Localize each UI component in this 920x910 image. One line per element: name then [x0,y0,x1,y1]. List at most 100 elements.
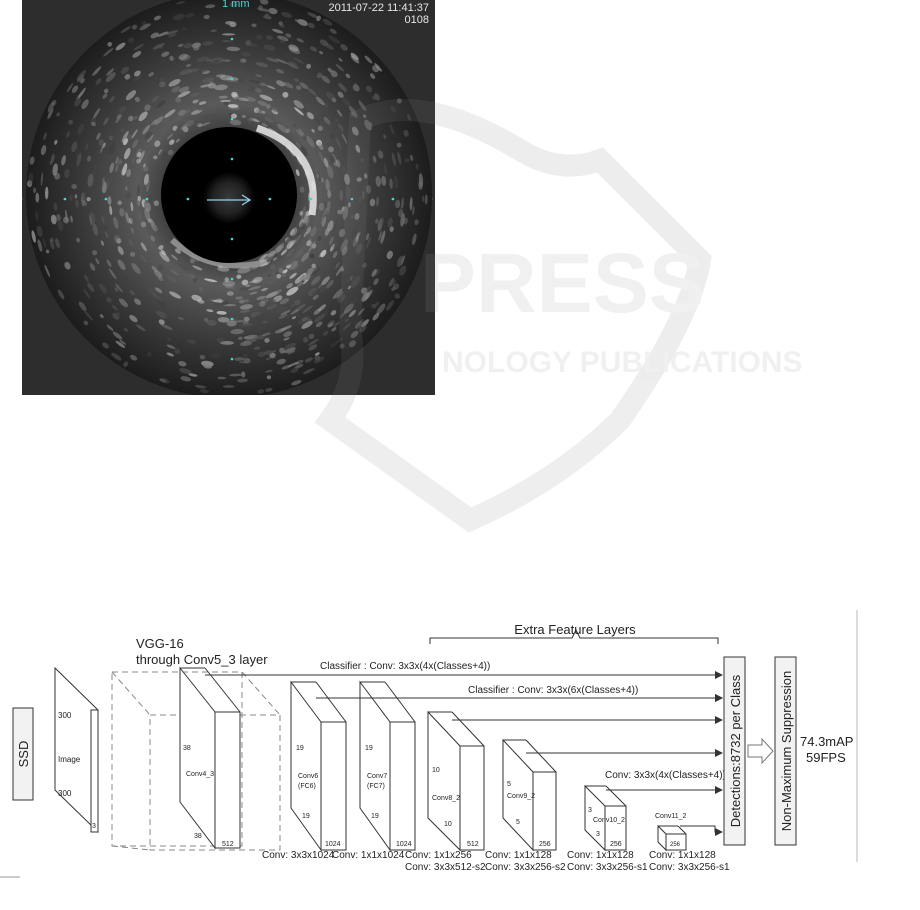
speckle-dot [399,265,407,276]
speckle-dot [241,371,246,378]
speckle-dot [240,304,253,310]
speckle-dot [303,274,311,282]
speckle-dot [311,263,316,269]
speckle-dot [156,100,166,108]
speckle-dot [228,318,238,322]
speckle-dot [284,342,296,350]
speckle-dot [344,317,350,323]
speckle-dot [286,248,295,258]
speckle-dot [138,111,148,122]
speckle-dot [146,146,153,155]
scale-tick [230,277,234,281]
speckle-dot [306,135,315,148]
speckle-dot [159,59,167,64]
speckle-dot [216,298,223,303]
speckle-dot [288,361,300,367]
conv9-height: 5 [507,781,511,788]
speckle-dot [278,268,284,273]
speckle-dot [89,212,96,225]
speckle-dot [396,98,402,104]
speckle-dot [330,154,336,164]
speckle-dot [373,278,379,286]
speckle-dot [169,291,182,299]
speckle-dot [106,324,114,331]
speckle-dot [262,320,268,324]
speckle-dot [151,95,160,103]
speckle-dot [222,59,231,62]
speckle-dot [237,378,248,383]
conv8-label: Conv8_2 [432,795,460,802]
speckle-dot [54,172,61,180]
speckle-dot [157,31,169,37]
speckle-dot [92,250,98,256]
speckle-dot [83,274,89,282]
speckle-dot [115,283,123,293]
speckle-dot [76,237,81,243]
speckle-dot [277,35,289,42]
speckle-dot [292,123,300,131]
speckle-dot [129,251,136,257]
speckle-dot [279,298,290,305]
conv8-height: 10 [432,767,440,774]
speckle-dot [192,99,199,104]
speckle-dot [159,378,167,383]
speckle-dot [243,316,250,322]
speckle-dot [261,123,268,127]
speckle-dot [272,28,284,34]
speckle-dot [316,173,320,179]
speckle-dot [229,373,243,377]
speckle-dot [143,163,146,168]
timestamp: 2011-07-22 11:41:37 0108 [328,2,429,26]
speckle-dot [124,186,128,191]
speckle-dot [295,169,300,177]
speckle-dot [227,104,239,108]
speckle-dot [140,221,147,228]
speckle-dot [50,214,57,225]
speckle-dot [120,128,126,133]
speckle-dot [219,75,233,81]
speckle-dot [290,367,299,373]
speckle-dot [184,119,195,128]
speckle-dot [74,97,82,107]
speckle-dot [57,220,64,232]
speckle-dot [375,176,382,187]
speckle-dot [160,77,165,82]
caption-conv11-a: Conv: 1x1x128 [649,850,716,861]
speckle-dot [306,226,312,235]
speckle-dot [249,291,258,295]
speckle-dot [108,135,113,140]
speckle-dot [321,75,331,84]
speckle-dot [216,74,226,78]
speckle-dot [339,343,345,349]
speckle-dot [61,155,66,166]
scale-tick [230,357,234,361]
speckle-dot [75,149,80,158]
speckle-dot [115,164,119,173]
speckle-dot [51,99,57,106]
speckle-dot [298,315,311,325]
speckle-dot [55,238,60,249]
speckle-dot [66,83,74,93]
speckle-dot [134,96,140,102]
scale-tick [309,197,313,201]
speckle-dot [150,235,156,242]
speckle-dot [65,209,68,222]
classifier-2-label: Classifier : Conv: 3x3x(6x(Classes+4)) [468,685,638,696]
speckle-dot [257,100,268,107]
speckle-dot [394,293,401,299]
speckle-dot [63,216,70,224]
speckle-dot [334,117,339,122]
speckle-dot [234,357,245,361]
speckle-dot [152,293,163,302]
speckle-dot [300,206,306,220]
speckle-dot [77,74,84,83]
speckle-dot [327,190,332,198]
speckle-dot [306,63,312,69]
speckle-dot [267,274,272,277]
watermark-brand: PRESS [420,236,705,330]
speckle-dot [156,299,166,306]
speckle-dot [337,209,343,215]
speckle-dot [342,166,346,172]
speckle-dot [241,52,251,57]
speckle-dot [299,82,309,89]
